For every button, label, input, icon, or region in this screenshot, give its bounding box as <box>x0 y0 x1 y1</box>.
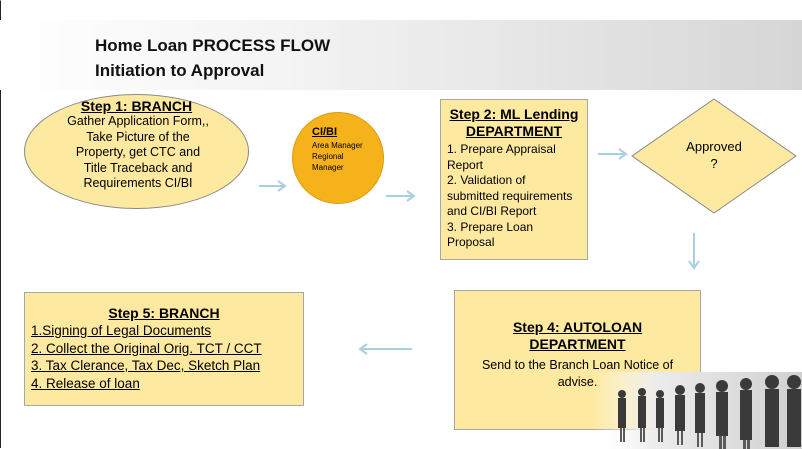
arrow-decision-to-step4 <box>688 233 700 270</box>
step4-title-line: Step 4: AUTOLOAN <box>512 319 643 335</box>
step2-ml-lending-node: Step 2: ML Lending DEPARTMENT 1. Prepare… <box>440 99 588 260</box>
step2-title-line: Step 2: ML Lending <box>449 106 579 122</box>
step1-line: Requirements CI/BI <box>83 176 193 190</box>
step1-line: Property, get CTC and <box>75 145 201 159</box>
step4-title: Step 4: AUTOLOAN DEPARTMENT <box>455 319 700 353</box>
step2-task-line: 1. Prepare Appraisal <box>447 142 556 156</box>
step1-line: Take Picture of the <box>86 129 190 144</box>
header-banner: Home Loan PROCESS FLOW Initiation to App… <box>0 20 802 90</box>
cibi-role: Regional <box>312 152 344 161</box>
step2-task-line: 3. Prepare Loan <box>447 219 534 234</box>
step5-tasks: 1.Signing of Legal Documents 2. Collect … <box>25 322 303 392</box>
step1-line: Gather Application Form,, <box>67 114 209 128</box>
page-subtitle: Initiation to Approval <box>95 61 265 80</box>
step5-task: 1.Signing of Legal Documents <box>31 323 212 338</box>
step2-tasks: 1. Prepare Appraisal Report 2. Validatio… <box>441 142 587 251</box>
step5-task: 2. Collect the Original Orig. TCT / CCT <box>31 340 262 356</box>
cibi-roles: Area Manager Regional Manager <box>312 140 382 173</box>
step2-task-line: Proposal <box>447 235 495 249</box>
step2-task-line: submitted requirements <box>447 188 573 203</box>
decision-text: Approved <box>686 139 742 154</box>
step5-task: 4. Release of loan <box>31 375 140 391</box>
arrow-step4-to-step5 <box>358 343 412 355</box>
arrow-step1-to-cibi <box>259 180 287 192</box>
cibi-node: CI/BI Area Manager Regional Manager <box>292 112 384 204</box>
step2-title-line: DEPARTMENT <box>465 123 563 139</box>
step2-title: Step 2: ML Lending DEPARTMENT <box>441 106 587 140</box>
arrow-step2-to-decision <box>598 148 628 160</box>
step2-task-line: Report <box>447 157 484 172</box>
step5-branch-node: Step 5: BRANCH 1.Signing of Legal Docume… <box>24 292 304 406</box>
decision-question-mark: ? <box>710 156 718 171</box>
step5-task: 3. Tax Clerance, Tax Dec, Sketch Plan <box>31 358 261 373</box>
step2-task-line: and CI/BI Report <box>447 204 537 218</box>
step5-title: Step 5: BRANCH <box>108 305 220 321</box>
step1-line: Title Traceback and <box>83 160 193 175</box>
cibi-role: Manager <box>312 163 344 172</box>
cibi-title: CI/BI <box>312 126 338 138</box>
step2-task-line: 2. Validation of <box>447 173 526 187</box>
arrow-cibi-to-step2 <box>386 190 416 202</box>
step1-title: Step 1: BRANCH <box>80 98 193 114</box>
decision-label: Approved ? <box>630 138 798 172</box>
step4-description: Send to the Branch Loan Notice of advise… <box>481 358 674 389</box>
decision-diamond-shape <box>631 98 797 214</box>
cibi-role: Area Manager <box>312 141 363 150</box>
step1-description: Gather Application Form,, Take Picture o… <box>53 114 223 192</box>
business-people-image <box>592 372 802 449</box>
step1-branch-node: Step 1: BRANCH Gather Application Form,,… <box>24 94 249 209</box>
step4-title-line: DEPARTMENT <box>529 336 626 352</box>
approval-decision-node: Approved ? <box>630 97 798 215</box>
page-title: Home Loan PROCESS FLOW <box>95 36 331 55</box>
